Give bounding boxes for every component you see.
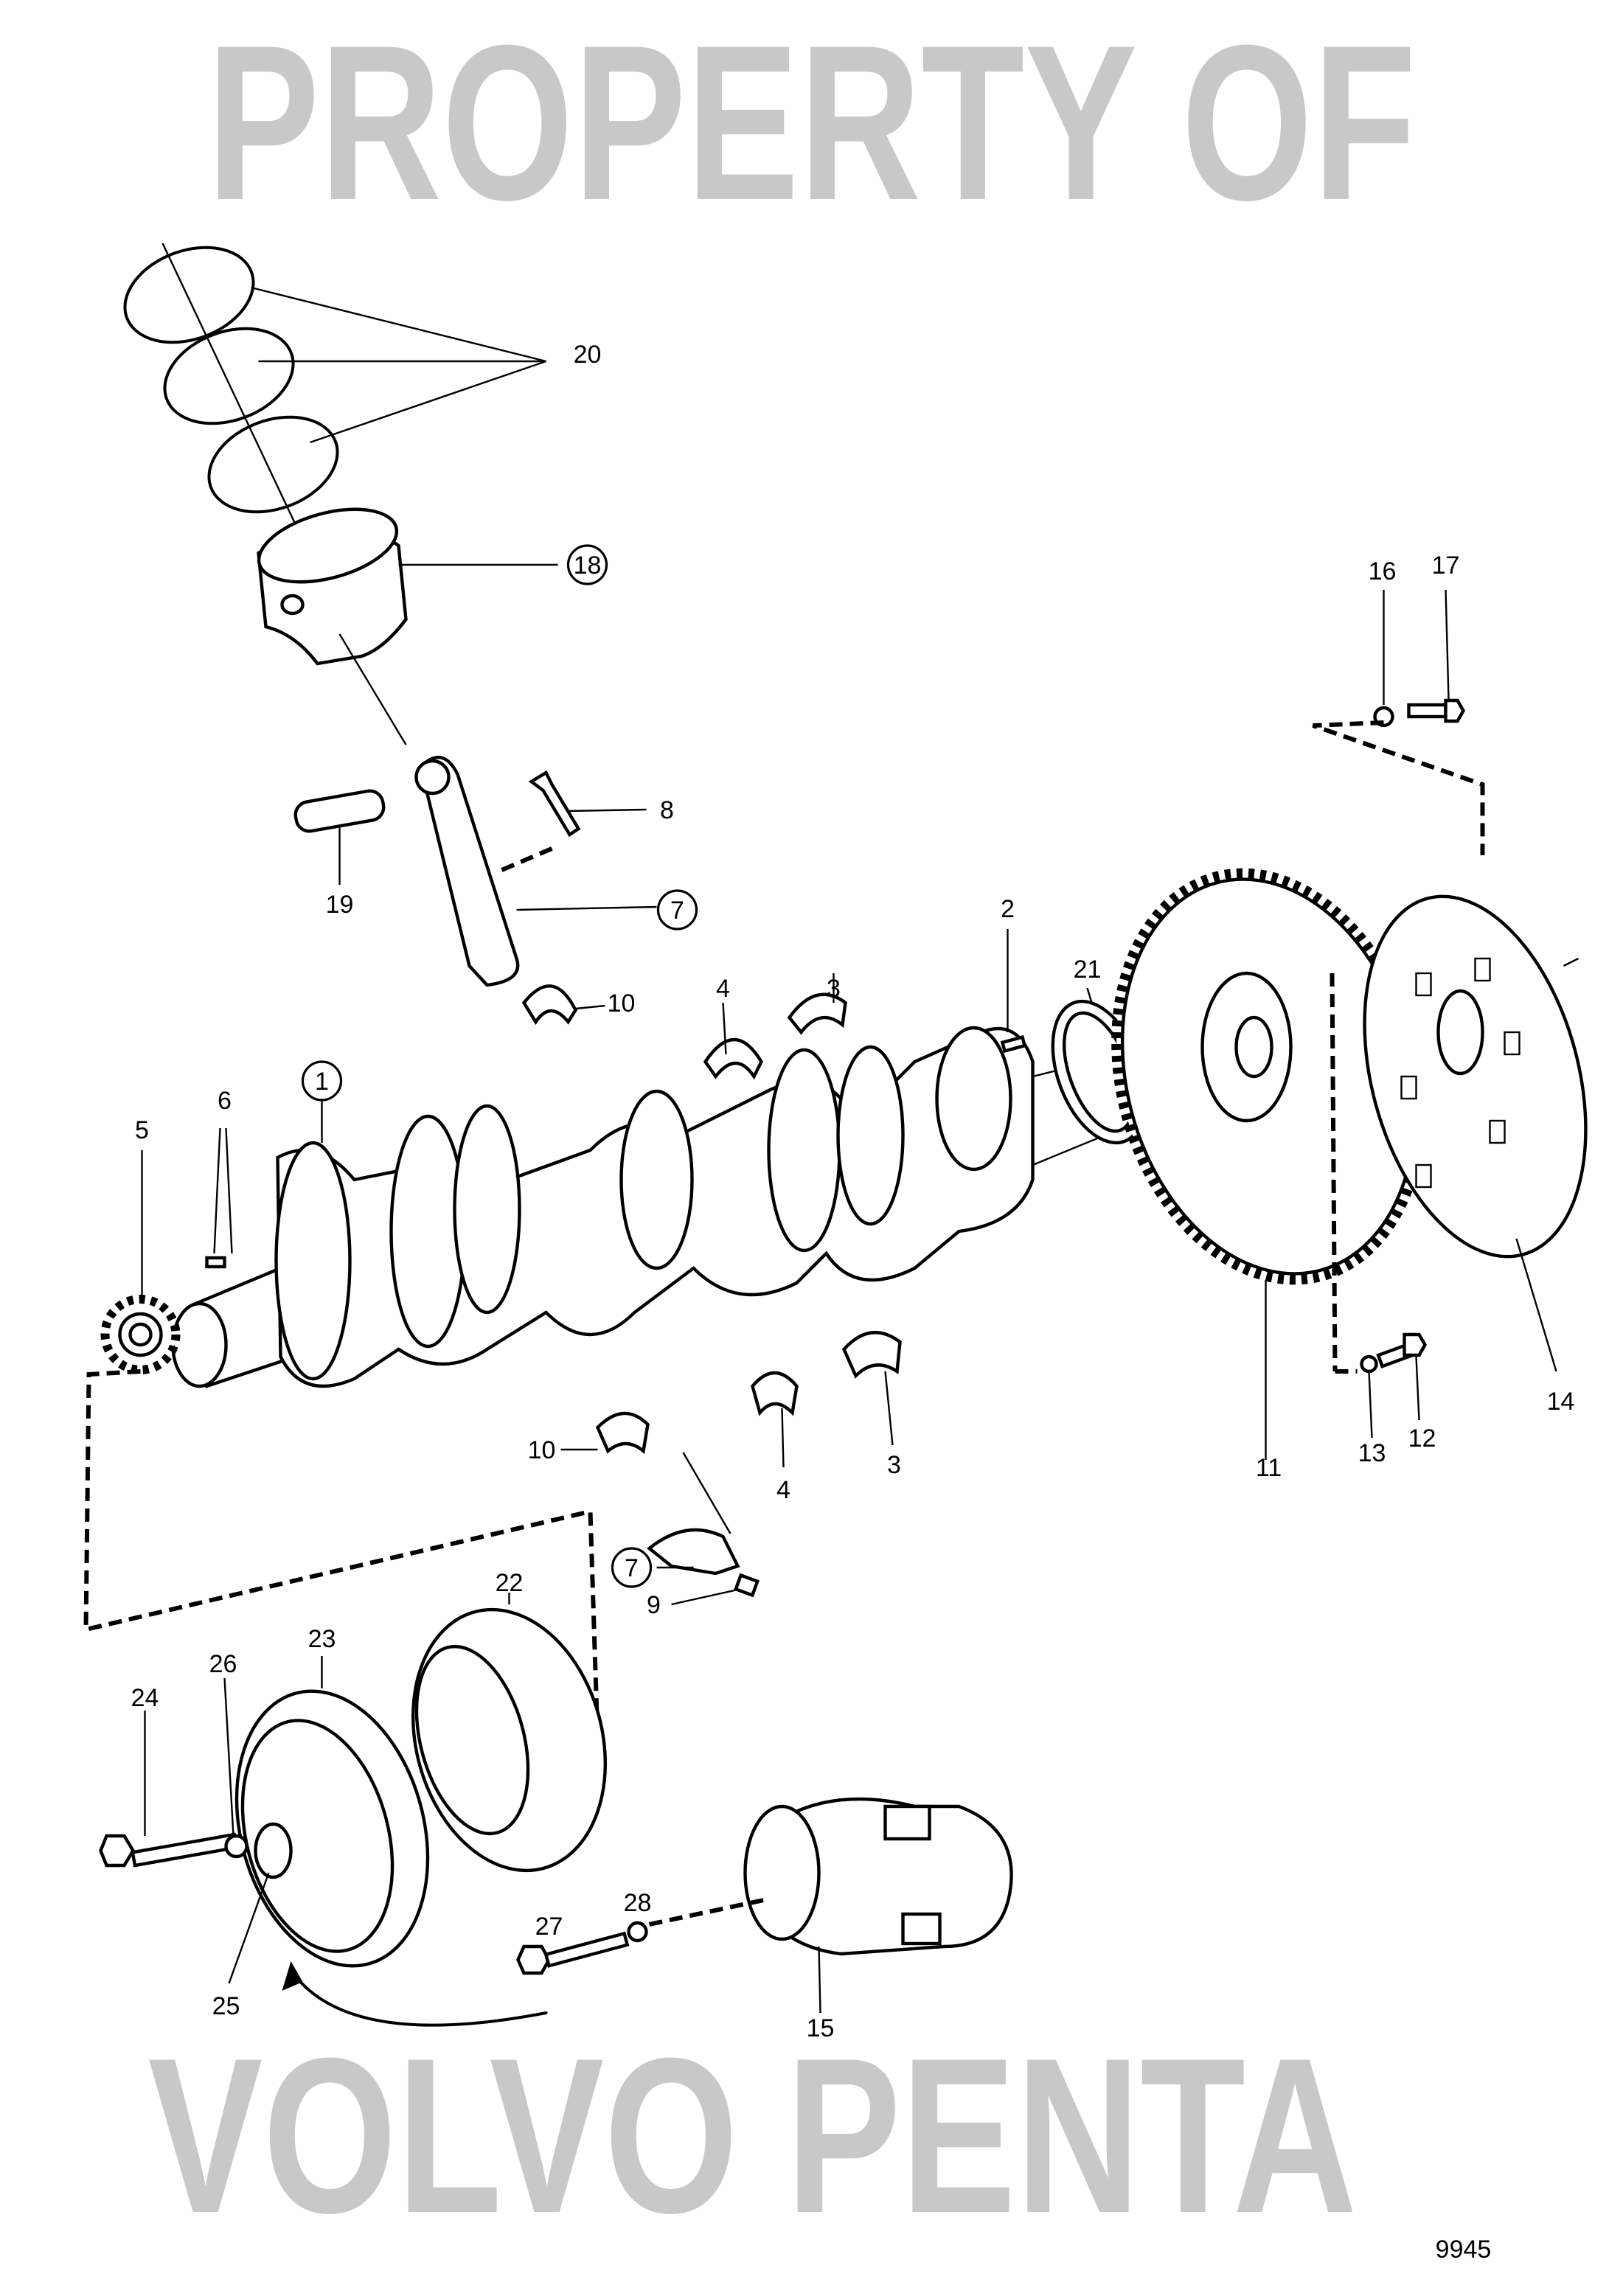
bearing-shells [521,973,902,1606]
callout-23: 23 [308,1625,336,1653]
crankshaft [171,929,1284,1388]
callout-10-top: 10 [608,989,636,1017]
callout-12: 12 [1408,1424,1436,1453]
callout-21: 21 [1074,956,1102,984]
callout-10-bottom: 10 [528,1436,556,1464]
callout-9: 9 [647,1591,661,1619]
callout-2: 2 [1001,895,1015,923]
callout-16: 16 [1369,557,1397,585]
callout-15: 15 [807,2014,835,2042]
flywheel-bolts [1312,589,1485,1439]
connecting-rod [293,755,657,987]
woodruff-keys [205,1127,233,1269]
callout-20: 20 [574,341,602,369]
figure-number: 9945 [1436,2236,1492,2264]
callout-6: 6 [218,1087,232,1115]
callout-4-bottom: 4 [776,1476,790,1504]
callout-11: 11 [1256,1454,1282,1482]
piston-rings [123,243,546,650]
water-pump [516,1797,1013,2014]
callout-17: 17 [1432,552,1460,580]
callout-8: 8 [660,796,674,824]
timing-sprocket [100,1150,181,1374]
callout-26: 26 [209,1650,237,1678]
callout-18: 18 [574,552,602,580]
assembly-line [83,1369,600,1741]
callout-24: 24 [131,1684,159,1712]
flywheel [1111,868,1426,1460]
callout-7-bottom: 7 [625,1554,639,1582]
clutch-disc [1363,894,1588,1372]
callout-14: 14 [1547,1388,1575,1416]
callout-19: 19 [326,891,354,919]
callout-3-top: 3 [827,975,841,1003]
crankshaft-pulley [234,1593,608,2027]
callout-22: 22 [496,1569,524,1597]
callout-1: 1 [315,1068,329,1096]
callout-13: 13 [1358,1439,1386,1467]
piston [257,507,558,745]
callout-25: 25 [212,1992,240,2020]
callout-4-top: 4 [716,975,730,1003]
watermark-line-1: PROPERTY OF [207,0,1417,246]
callout-5: 5 [135,1116,149,1144]
callout-28: 28 [624,1889,652,1917]
callout-7-top: 7 [670,897,684,925]
callout-27: 27 [535,1913,563,1941]
pulley-bolt [99,1677,270,1984]
watermark-line-2: VOLVO PENTA [148,2011,1358,2259]
callout-3-bottom: 3 [887,1451,901,1479]
callout-labels: 20 18 16 17 8 19 7 2 21 3 4 10 1 6 5 11 … [131,341,1575,2264]
watermark: PROPERTY OF VOLVO PENTA [148,0,1417,2259]
